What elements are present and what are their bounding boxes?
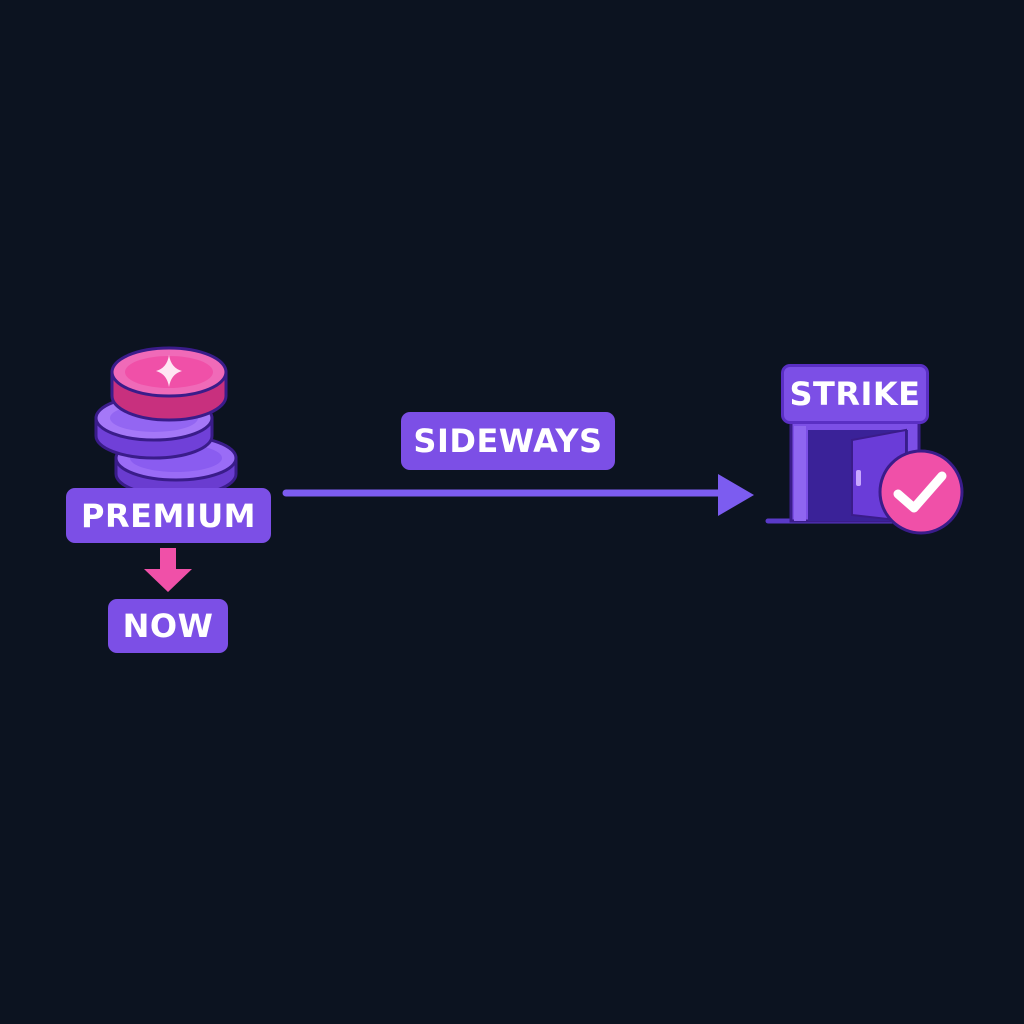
strike-sign: STRIKE xyxy=(781,364,929,424)
down-arrow-icon xyxy=(144,548,192,592)
sideways-label: SIDEWAYS xyxy=(401,412,615,470)
coin-stack-icon xyxy=(94,346,238,498)
sideways-arrow xyxy=(282,474,754,516)
now-label: NOW xyxy=(108,599,228,653)
check-circle-icon xyxy=(878,449,964,535)
premium-label: PREMIUM xyxy=(66,488,271,543)
sparkle-icon xyxy=(156,355,182,387)
coin-top xyxy=(110,346,228,422)
